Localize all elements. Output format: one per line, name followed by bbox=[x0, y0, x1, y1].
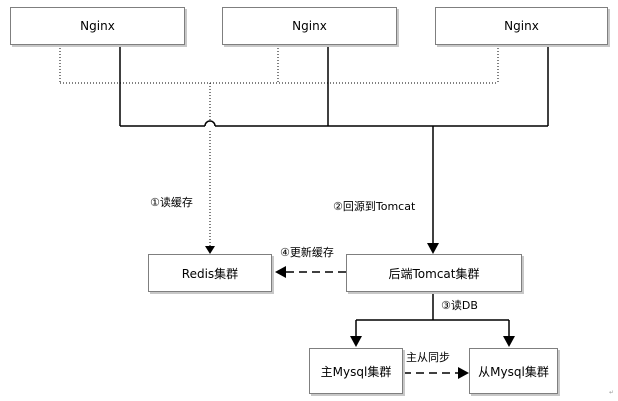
read-db-path bbox=[355, 292, 510, 338]
nginx-node-3: Nginx bbox=[435, 7, 608, 45]
mysql-slave-node: 从Mysql集群 bbox=[469, 348, 558, 394]
sync-arrowhead bbox=[458, 367, 469, 379]
update-cache-arrowhead bbox=[275, 266, 286, 278]
tomcat-cluster-node: 后端Tomcat集群 bbox=[346, 254, 522, 292]
nginx-node-2: Nginx bbox=[222, 7, 397, 45]
redis-arrowhead bbox=[205, 246, 215, 254]
back-to-tomcat-label: ②回源到Tomcat bbox=[333, 200, 416, 213]
read-cache-label: ①读缓存 bbox=[150, 196, 193, 209]
solid-origin-path bbox=[119, 45, 549, 245]
read-db-label: ③读DB bbox=[441, 299, 478, 312]
mysql-master-arrowhead bbox=[350, 336, 362, 347]
redis-cluster-node: Redis集群 bbox=[148, 254, 272, 292]
mysql-master-node: 主Mysql集群 bbox=[309, 348, 403, 394]
mysql-slave-arrowhead bbox=[503, 336, 515, 347]
dotted-read-path bbox=[59, 45, 499, 248]
sync-label: 主从同步 bbox=[406, 351, 450, 364]
update-cache-label: ④更新缓存 bbox=[280, 246, 334, 259]
paragraph-mark: ↵ bbox=[609, 389, 615, 396]
tomcat-arrowhead bbox=[427, 243, 439, 254]
nginx-node-1: Nginx bbox=[10, 7, 185, 45]
